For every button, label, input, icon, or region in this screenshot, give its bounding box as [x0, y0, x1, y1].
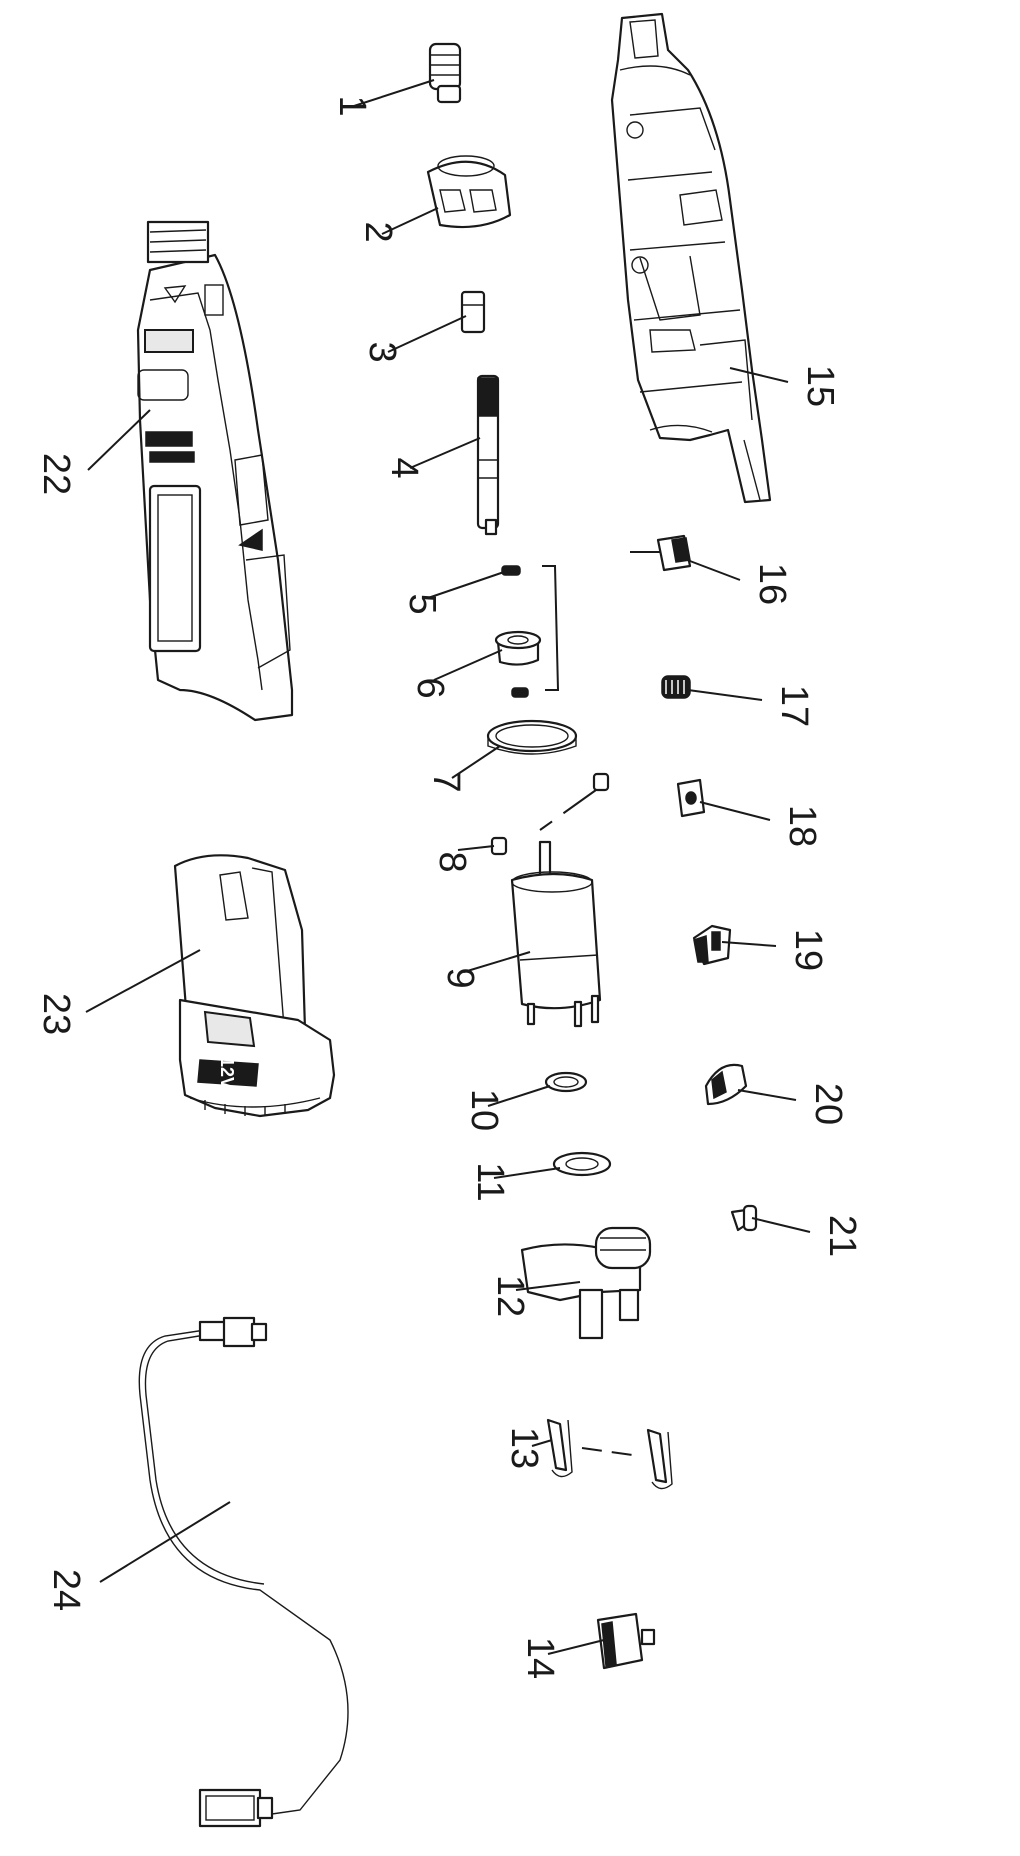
callout-14: 14 [519, 1637, 561, 1679]
part-20-switch-button [704, 1063, 748, 1106]
battery-voltage-marking: 12V [217, 1057, 237, 1089]
part-6-bearing [494, 630, 542, 666]
callout-2: 2 [357, 221, 399, 242]
callout-22: 22 [35, 453, 77, 495]
callout-19: 19 [787, 929, 829, 971]
callout-23: 23 [35, 993, 77, 1035]
callout-labels: 1 2 3 4 5 6 7 8 9 10 11 12 13 14 15 16 1… [35, 95, 863, 1679]
callout-24: 24 [45, 1569, 87, 1611]
part-13-contact-clip [546, 1418, 673, 1490]
part-17-spring [661, 675, 691, 699]
callout-5: 5 [401, 593, 443, 614]
callout-16: 16 [751, 563, 793, 605]
callout-8: 8 [431, 851, 473, 872]
callout-15: 15 [799, 365, 841, 407]
leader-lines [85, 79, 811, 1655]
part-8-bushing [490, 772, 610, 856]
part-16-switch [630, 534, 692, 572]
part-3-collet [460, 290, 486, 334]
part-24-usb-cable [138, 1316, 349, 1828]
part-23-battery: 12V [173, 854, 336, 1118]
part-18-contact-plate [676, 778, 706, 818]
callout-4: 4 [383, 457, 425, 478]
part-15-housing-shell [610, 12, 772, 504]
callout-9: 9 [439, 967, 481, 988]
part-9-motor [510, 840, 602, 1028]
part-14-switch-block [596, 1612, 656, 1670]
callout-18: 18 [781, 805, 823, 847]
part-22-tool-body [136, 220, 294, 722]
part-10-washer [544, 1071, 588, 1093]
callout-3: 3 [361, 341, 403, 362]
callout-20: 20 [807, 1083, 849, 1125]
part-19-slider [692, 924, 732, 966]
part-2-cap [426, 155, 512, 229]
part-4-spindle [476, 374, 500, 536]
part-5-clip [501, 565, 560, 698]
callout-10: 10 [463, 1089, 505, 1131]
callout-12: 12 [489, 1275, 531, 1317]
part-1-collet-nut [428, 42, 462, 104]
callout-17: 17 [773, 685, 815, 727]
callout-6: 6 [409, 677, 451, 698]
callout-11: 11 [469, 1162, 511, 1201]
callout-1: 1 [331, 95, 373, 116]
part-12-end-cap [520, 1226, 652, 1340]
part-7-ring [486, 719, 578, 755]
callout-7: 7 [425, 771, 467, 792]
callout-21: 21 [821, 1215, 863, 1257]
part-11-seal-ring [552, 1151, 612, 1177]
callout-13: 13 [503, 1427, 545, 1469]
